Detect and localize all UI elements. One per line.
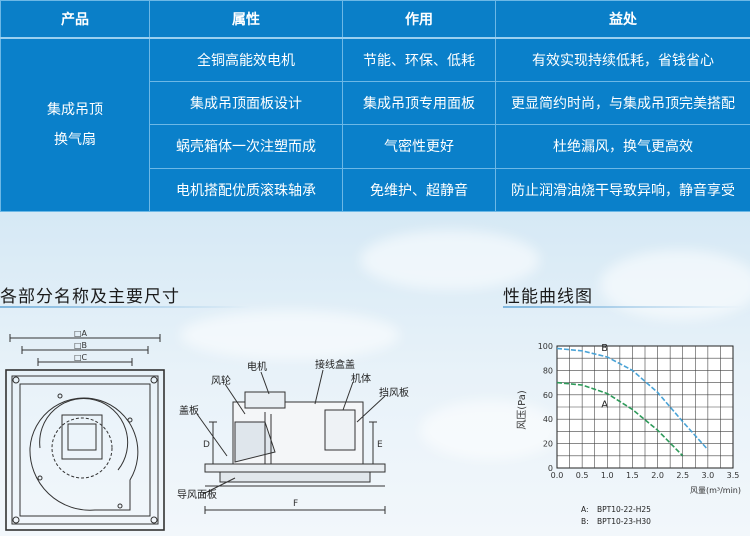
header-attribute: 属性 (149, 0, 343, 39)
part-label-guide-panel: 导风面板 (177, 488, 217, 501)
effect-cell: 免维护、超静音 (342, 167, 496, 212)
part-label-wiring-box: 接线盒盖 (315, 358, 355, 371)
chart-x-axis-label: 风量(m³/min) (690, 486, 741, 495)
chart-y-tick-label: 60 (543, 391, 553, 400)
chart-series: BA (556, 343, 709, 457)
chart-grid (556, 345, 734, 469)
chart-y-tick-label: 40 (543, 415, 553, 424)
side-view-drawing: 电机 接线盒盖 机体 风轮 挡风板 盖板 导风面板 D E F (177, 358, 409, 514)
attribute-cell: 全铜高能效电机 (149, 37, 343, 82)
attribute-cell: 电机搭配优质滚珠轴承 (149, 167, 343, 212)
table-header-row: 产品 属性 作用 益处 (0, 0, 750, 39)
attribute-cell: 集成吊顶面板设计 (149, 80, 343, 125)
product-name-line1: 集成吊顶 (47, 101, 103, 118)
chart-y-tick-label: 100 (538, 342, 553, 351)
chart-legend-key: A: (581, 505, 589, 514)
part-label-damper: 挡风板 (379, 386, 409, 399)
spec-table: 产品 属性 作用 益处 集成吊顶 换气扇 全铜高能效电机 节能、环保、低耗 有效… (0, 0, 750, 212)
chart-x-tick-label: 0.0 (551, 471, 564, 480)
header-effect: 作用 (342, 0, 496, 39)
chart-legend-key: B: (581, 517, 589, 526)
cloud-decoration (420, 400, 560, 460)
dimensions-title-underline (0, 306, 250, 308)
part-label-motor: 电机 (247, 360, 267, 373)
dim-label-e: E (377, 440, 383, 450)
chart-y-tick-label: 0 (548, 464, 553, 473)
chart-x-tick-label: 3.0 (701, 471, 714, 480)
table-row: 电机搭配优质滚珠轴承 免维护、超静音 防止润滑油烧干导致异响，静音享受 (1, 167, 750, 212)
benefit-cell: 杜绝漏风，换气更高效 (495, 124, 750, 169)
table-row: 集成吊顶面板设计 集成吊顶专用面板 更显简约时尚，与集成吊顶完美搭配 (1, 80, 750, 125)
chart-x-tick-label: 0.5 (576, 471, 589, 480)
product-cell: 集成吊顶 换气扇 (0, 37, 150, 212)
benefit-cell: 更显简约时尚，与集成吊顶完美搭配 (495, 80, 750, 125)
effect-cell: 集成吊顶专用面板 (342, 80, 496, 125)
chart-x-tick-label: 3.5 (727, 471, 740, 480)
chart-y-tick-label: 80 (543, 366, 553, 375)
dim-label-a: □A (74, 329, 88, 338)
chart-x-tick-label: 2.0 (651, 471, 664, 480)
table-row: 蜗壳箱体一次注塑而成 气密性更好 杜绝漏风，换气更高效 (1, 124, 750, 169)
dim-label-b: □B (74, 341, 87, 350)
chart-series-label: A (601, 400, 608, 411)
attribute-cell: 蜗壳箱体一次注塑而成 (149, 124, 343, 169)
table-row: 集成吊顶 换气扇 全铜高能效电机 节能、环保、低耗 有效实现持续低耗，省钱省心 (0, 37, 750, 212)
chart-series-line-b (556, 347, 709, 451)
benefit-cell: 有效实现持续低耗，省钱省心 (495, 37, 750, 82)
cloud-decoration (600, 250, 750, 320)
performance-title-underline (503, 306, 743, 308)
chart-series-line-a (556, 381, 684, 457)
benefit-cell: 防止润滑油烧干导致异响，静音享受 (495, 167, 750, 212)
chart-legend-label: BPT10-22-H25 (597, 505, 651, 514)
effect-cell: 节能、环保、低耗 (342, 37, 496, 82)
chart-legend-label: BPT10-23-H30 (597, 517, 651, 526)
cloud-decoration (360, 230, 540, 290)
chart-x-tick-label: 2.5 (676, 471, 689, 480)
dim-label-d: D (203, 440, 210, 450)
chart-x-tick-label: 1.5 (626, 471, 639, 480)
chart-ticks: 0.0 0.5 1.0 1.5 2.0 2.5 3.0 3.5 0 20 40 60 80 100 (538, 342, 740, 480)
dim-label-f: F (293, 499, 298, 509)
front-view-drawing: □A □B □C (5, 329, 165, 531)
chart-y-tick-label: 20 (543, 440, 553, 449)
performance-title: 性能曲线图 (503, 287, 593, 307)
part-label-cover: 盖板 (179, 404, 199, 417)
chart-x-tick-label: 1.0 (601, 471, 614, 480)
dimensions-title: 各部分名称及主要尺寸 (0, 287, 180, 307)
dim-label-c: □C (74, 353, 88, 362)
header-benefit: 益处 (495, 0, 750, 39)
cloud-decoration (180, 310, 400, 360)
part-label-impeller: 风轮 (211, 374, 231, 387)
chart-y-axis-label: 风压(Pa) (516, 390, 528, 430)
header-product: 产品 (0, 0, 150, 39)
effect-cell: 气密性更好 (342, 124, 496, 169)
product-name-line2: 换气扇 (54, 131, 96, 148)
chart-series-label: B (601, 343, 608, 354)
part-label-housing: 机体 (351, 372, 371, 385)
